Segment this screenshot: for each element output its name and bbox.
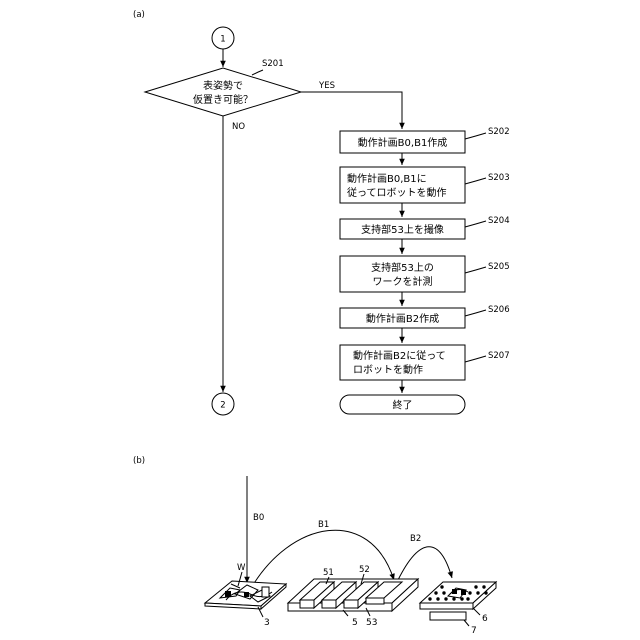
- leader-s206: [465, 310, 486, 316]
- decision-s201: 表姿勢で 仮置き可能？: [145, 68, 301, 116]
- part-label-5: 5: [352, 618, 358, 628]
- leader-s202: [465, 133, 486, 139]
- step-text: 支持部53上を撮像: [361, 223, 444, 236]
- step-id-s203: S203: [488, 173, 510, 183]
- step-text: ロボットを動作: [353, 363, 423, 376]
- step-text: 支持部53上の: [371, 261, 434, 274]
- step-id-s206: S206: [488, 305, 510, 315]
- part-label-3: 3: [264, 618, 270, 628]
- motion-label-b0: B0: [253, 513, 264, 523]
- process-step-s202: 動作計画B0,B1作成: [340, 131, 465, 153]
- leader-s205: [465, 267, 486, 273]
- supply-tray: [205, 581, 286, 609]
- motion-label-b2: B2: [410, 534, 421, 544]
- connector-end: 2: [212, 393, 234, 415]
- end-label: 終了: [393, 399, 413, 412]
- flow-arrow-yes: [301, 92, 402, 129]
- part-label-52: 52: [359, 565, 370, 575]
- part-label-7: 7: [471, 626, 477, 636]
- workpiece-on-support: [366, 598, 384, 604]
- step-id-s201: S201: [262, 59, 284, 69]
- step-text: ワークを計測: [373, 275, 433, 288]
- workpiece-label: W: [237, 563, 246, 573]
- illustration-panel-b: (b) B0 B1 B2 W 3: [133, 456, 496, 636]
- leader-s201: [252, 70, 263, 75]
- motion-path-b2: [398, 547, 452, 580]
- panel-b-label: (b): [133, 456, 145, 466]
- step-id-s204: S204: [488, 216, 510, 226]
- leader-s203: [465, 178, 486, 184]
- step-id-s207: S207: [488, 351, 510, 361]
- connector-start: 1: [212, 27, 234, 49]
- step-text: 動作計画B2に従って: [353, 349, 446, 362]
- step-text: 従ってロボットを動作: [347, 186, 447, 199]
- process-step-s203: 動作計画B0,B1に 従ってロボットを動作: [340, 167, 465, 203]
- part-label-51: 51: [323, 568, 334, 578]
- process-step-s206: 動作計画B2作成: [340, 308, 465, 328]
- part-label-53: 53: [366, 618, 377, 628]
- terminator-end: 終了: [340, 395, 465, 414]
- workpiece-shape: [225, 591, 231, 597]
- process-step-s204: 支持部53上を撮像: [340, 219, 465, 239]
- flowchart-panel-a: (a) 1 表姿勢で 仮置き可能？ S201 YES NO 2 動作計画B0,: [133, 10, 510, 415]
- temporary-table: [288, 579, 418, 611]
- no-label: NO: [232, 122, 245, 132]
- panel-a-label: (a): [133, 10, 145, 20]
- step-id-s205: S205: [488, 262, 510, 272]
- step-id-s202: S202: [488, 127, 510, 137]
- pallet-base: [430, 612, 466, 620]
- step-text: 動作計画B0,B1作成: [358, 136, 448, 149]
- decision-text-line1: 表姿勢で: [203, 79, 243, 92]
- leader-7: [464, 620, 469, 626]
- connector-start-label: 1: [220, 35, 225, 45]
- part-label-6: 6: [482, 614, 488, 624]
- process-step-s205: 支持部53上の ワークを計測: [340, 256, 465, 292]
- yes-label: YES: [318, 81, 335, 91]
- leader-6: [473, 608, 480, 615]
- motion-label-b1: B1: [318, 520, 329, 530]
- connector-end-label: 2: [220, 401, 225, 411]
- leader-s204: [465, 221, 486, 227]
- leader-s207: [465, 356, 486, 362]
- step-text: 動作計画B2作成: [366, 312, 439, 325]
- decision-text-line2: 仮置き可能？: [193, 93, 253, 106]
- process-step-s207: 動作計画B2に従って ロボットを動作: [340, 345, 465, 380]
- step-text: 動作計画B0,B1に: [347, 172, 427, 185]
- workpiece-shape: [262, 587, 269, 597]
- workpiece-shape: [244, 592, 249, 597]
